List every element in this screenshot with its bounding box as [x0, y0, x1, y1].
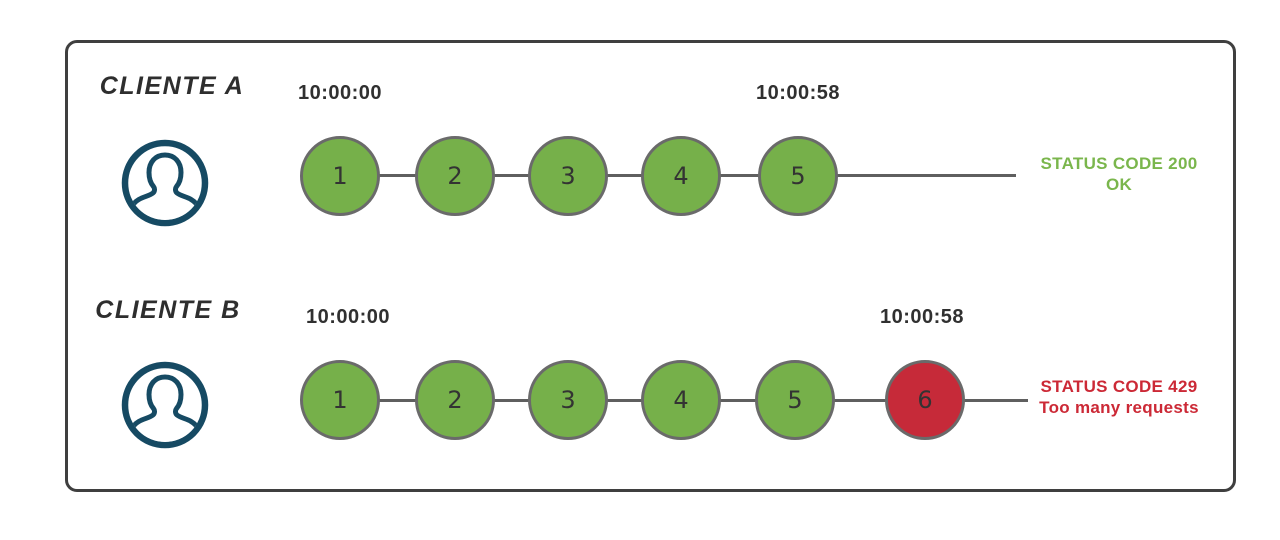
request-circle: 2 [415, 360, 495, 440]
client-b-label: CLIENTE B [95, 296, 241, 324]
timestamp-end: 10:00:58 [755, 82, 841, 104]
request-number: 4 [673, 162, 689, 190]
request-circle: 3 [528, 136, 608, 216]
request-circle: 4 [641, 136, 721, 216]
request-circle: 5 [755, 360, 835, 440]
request-circle-blocked: 6 [885, 360, 965, 440]
request-number: 4 [673, 386, 689, 414]
request-number: 1 [332, 386, 348, 414]
status-text: STATUS CODE 200 OK [1024, 153, 1214, 195]
timestamp-start: 10:00:00 [297, 82, 383, 104]
request-circle: 1 [300, 136, 380, 216]
request-number: 6 [917, 386, 933, 414]
request-number: 2 [447, 162, 463, 190]
user-icon [117, 135, 213, 231]
timestamp-end: 10:00:58 [879, 306, 965, 328]
timestamp-start: 10:00:00 [305, 306, 391, 328]
request-number: 1 [332, 162, 348, 190]
request-circle: 2 [415, 136, 495, 216]
status-message-line: Too many requests [1039, 398, 1199, 417]
request-circle: 5 [758, 136, 838, 216]
request-circle: 1 [300, 360, 380, 440]
user-icon [117, 357, 213, 453]
status-message-line: OK [1105, 175, 1133, 194]
client-a-label: CLIENTE A [99, 72, 245, 100]
status-code-line: STATUS CODE 429 [1040, 377, 1198, 396]
request-circle: 3 [528, 360, 608, 440]
user-icon-svg [121, 139, 209, 227]
request-circle: 4 [641, 360, 721, 440]
request-number: 3 [560, 386, 576, 414]
request-number: 5 [790, 162, 806, 190]
request-number: 5 [787, 386, 803, 414]
request-number: 2 [447, 386, 463, 414]
user-icon-svg [121, 361, 209, 449]
request-number: 3 [560, 162, 576, 190]
status-text: STATUS CODE 429 Too many requests [1024, 376, 1214, 418]
status-code-line: STATUS CODE 200 [1040, 154, 1198, 173]
